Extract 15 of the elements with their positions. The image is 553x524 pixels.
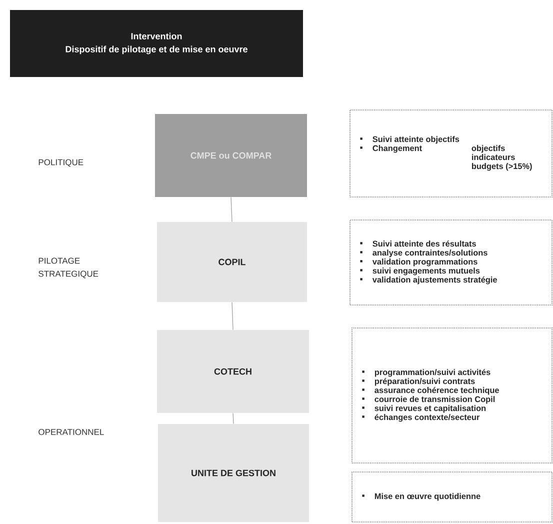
level-label: POLITIQUE (38, 159, 84, 167)
connector-line (230, 196, 232, 222)
connector-line (232, 412, 234, 424)
level-label: OPERATIONNEL (38, 429, 104, 435)
title-box: Intervention Dispositif de pilotage et de mise en oeuvre (10, 10, 303, 77)
committee-box: COTECH (157, 330, 309, 413)
task-list-box: Mise en œuvre quotidienne (352, 472, 552, 522)
level-label: PILOTAGE STRATEGIQUE (38, 258, 98, 278)
task-list-box: Suivi atteinte des résultats analyse contraintes/solutions validation programmations suivi engagements mutuels validation ajustements stratégie (350, 220, 552, 306)
committee-box: COPIL (157, 222, 307, 302)
connector-line (232, 302, 234, 330)
task-list-box: Suivi atteinte objectifs Changement objectifs indicateurs budgets (>15%) (350, 110, 552, 198)
task-list-box: programmation/suivi activités préparation/suivi contrats assurance cohérence technique courroie de transmission Copil suivi revues et capitalisation échanges contexte/secteur (352, 328, 552, 464)
committee-box: CMPE ou COMPAR (155, 114, 307, 197)
unit-box: UNITE DE GESTION (158, 424, 309, 522)
